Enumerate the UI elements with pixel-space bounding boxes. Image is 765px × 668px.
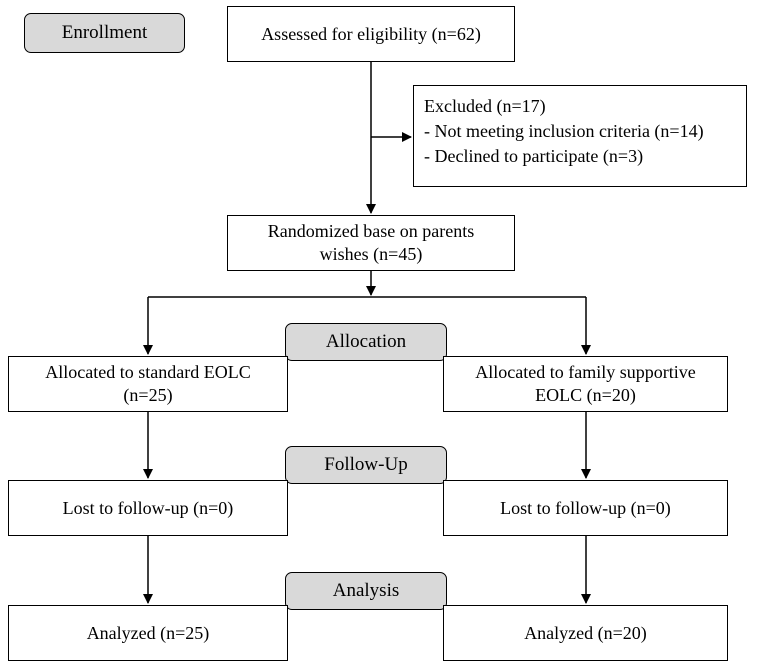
- stage-label-text: Follow-Up: [324, 454, 408, 475]
- stage-label-text: Allocation: [325, 331, 407, 352]
- allocated-standard-line-2: (n=25): [123, 385, 173, 405]
- lost-standard-text: Lost to follow-up (n=0): [62, 498, 234, 518]
- excluded-item: - Not meeting inclusion criteria (n=14): [424, 121, 704, 141]
- stage-label-enrollment: Enrollment: [24, 13, 185, 53]
- stage-label-analysis: Analysis: [285, 572, 447, 610]
- randomized-box: Randomized base on parents wishes (n=45): [227, 215, 515, 271]
- lost-standard-box: Lost to follow-up (n=0): [8, 480, 288, 536]
- excluded-title: Excluded (n=17): [424, 96, 546, 116]
- excluded-box: Excluded (n=17) - Not meeting inclusion …: [413, 85, 747, 187]
- stage-label-allocation: Allocation: [285, 323, 447, 361]
- analyzed-family-box: Analyzed (n=20): [443, 605, 728, 661]
- stage-label-text: Analysis: [332, 580, 400, 601]
- stage-label-followup: Follow-Up: [285, 446, 447, 484]
- lost-family-box: Lost to follow-up (n=0): [443, 480, 728, 536]
- lost-family-text: Lost to follow-up (n=0): [500, 498, 671, 518]
- assessed-box: Assessed for eligibility (n=62): [227, 6, 515, 62]
- excluded-item: - Declined to participate (n=3): [424, 146, 644, 166]
- allocated-family-box: Allocated to family supportive EOLC (n=2…: [443, 356, 728, 412]
- analyzed-standard-box: Analyzed (n=25): [8, 605, 288, 661]
- analyzed-family-text: Analyzed (n=20): [524, 623, 647, 643]
- allocated-family-line-2: EOLC (n=20): [535, 385, 636, 405]
- randomized-line-2: wishes (n=45): [319, 244, 423, 264]
- analyzed-standard-text: Analyzed (n=25): [86, 623, 210, 643]
- assessed-text: Assessed for eligibility (n=62): [261, 24, 481, 44]
- allocated-family-line-1: Allocated to family supportive: [475, 362, 696, 382]
- randomized-line-1: Randomized base on parents: [267, 221, 475, 241]
- allocated-standard-line-1: Allocated to standard EOLC: [45, 362, 251, 382]
- stage-label-text: Enrollment: [61, 22, 148, 43]
- allocated-standard-box: Allocated to standard EOLC (n=25): [8, 356, 288, 412]
